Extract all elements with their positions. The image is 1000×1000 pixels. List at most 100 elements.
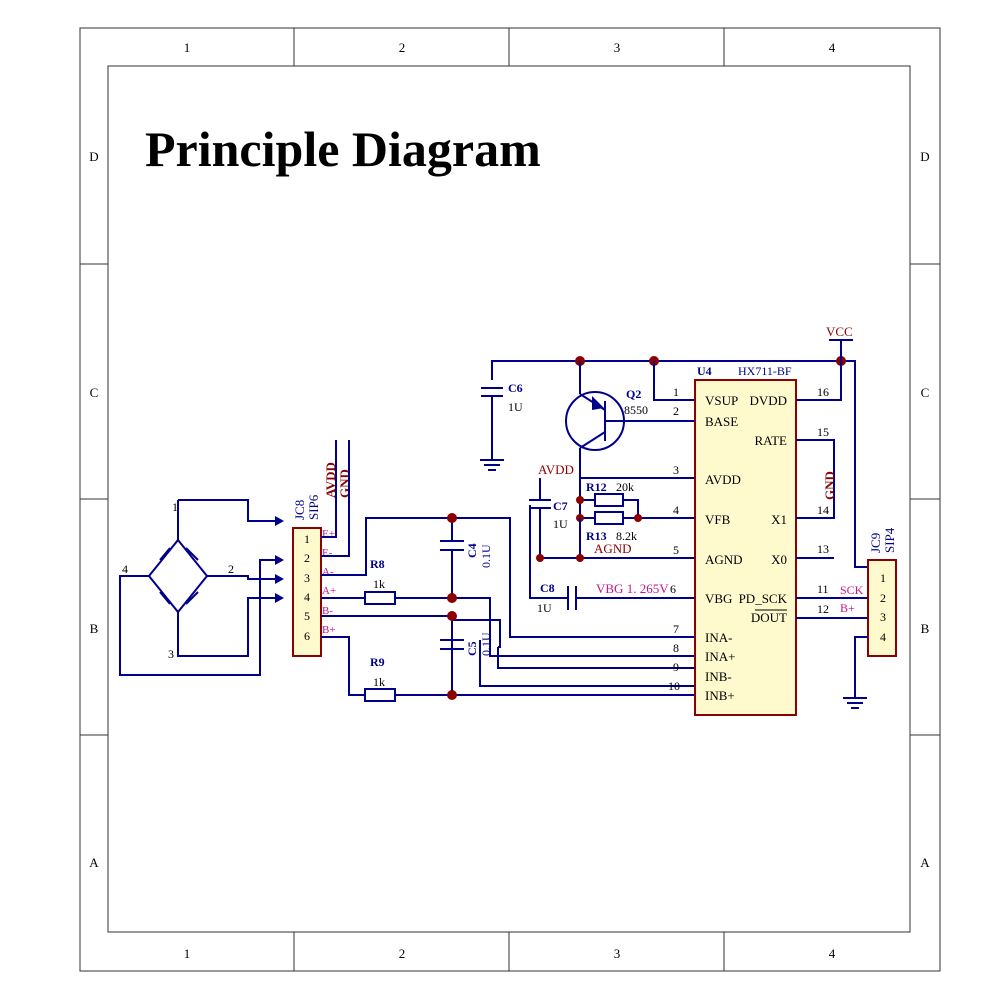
u4-part: HX711-BF <box>738 364 792 378</box>
u4-pin-number: 6 <box>670 582 676 596</box>
jc8-ref: JC8 <box>292 500 307 520</box>
gnd-net-label: GND <box>822 471 837 500</box>
u4-pin-number: 14 <box>817 503 829 517</box>
u4-pin-number: 9 <box>673 660 679 674</box>
u4-pin-name: INA- <box>705 630 732 645</box>
u4-pin-name: AGND <box>705 552 743 567</box>
jc8-pin-number: 2 <box>304 551 310 565</box>
u4-pin-name: VFB <box>705 512 731 527</box>
u4-pin-number: 1 <box>673 385 679 399</box>
row-label-left: D <box>89 149 98 164</box>
u4-pin-name: INA+ <box>705 649 735 664</box>
u4-body <box>694 379 797 716</box>
r13-ref: R13 <box>586 529 607 543</box>
u4-hx711: U4 HX711-BF 1 2 3 4 5 6 7 8 9 10 VSUP BA… <box>668 361 868 716</box>
r8-ref: R8 <box>370 557 385 571</box>
u4-pin-name: DOUT <box>751 610 787 625</box>
u4-pin-name: INB- <box>705 669 732 684</box>
c5-ref: C5 <box>465 641 479 656</box>
c6-ref: C6 <box>508 381 523 395</box>
row-label-left: C <box>90 385 99 400</box>
jc9-pin-number: 3 <box>880 610 886 624</box>
jc8-type: SIP6 <box>306 494 321 520</box>
column-label-bottom: 3 <box>614 946 621 961</box>
jc9-pin-number: 2 <box>880 591 886 605</box>
column-label-top: 2 <box>399 40 406 55</box>
jc9-type: SIP4 <box>882 527 897 553</box>
vcc-symbol: VCC <box>826 324 853 361</box>
jc8-pin-number: 3 <box>304 571 310 585</box>
jc8-pin-number: 1 <box>304 532 310 546</box>
jc8-signal-label: B- <box>322 605 333 617</box>
bridge-diamond <box>147 538 209 614</box>
row-label-left: B <box>90 621 99 636</box>
column-label-top: 3 <box>614 40 621 55</box>
bridge-pin-label: 2 <box>228 562 234 576</box>
vcc-net-label: VCC <box>826 324 853 339</box>
r8-body <box>364 591 396 605</box>
column-label-top: 4 <box>829 40 836 55</box>
u4-pin-name: X1 <box>771 512 787 527</box>
jc9-signal-label: B+ <box>840 601 855 615</box>
u4-pin-name: X0 <box>771 552 787 567</box>
c5-value: 0.1U <box>479 632 493 656</box>
jc8-pin-number: 6 <box>304 629 310 643</box>
jc8-avdd-label: AVDD <box>323 462 338 498</box>
column-label-top: 1 <box>184 40 191 55</box>
power-section: C6 1U Q2 8550 AVDD C7 1U R12 <box>480 356 868 615</box>
c6-value: 1U <box>508 400 523 414</box>
jc9-body <box>867 559 897 657</box>
bridge-pin-label: 3 <box>168 647 174 661</box>
u4-pin-number: 2 <box>673 404 679 418</box>
jc8-signal-label: E- <box>322 547 333 559</box>
row-label-right: D <box>920 149 929 164</box>
r12-body <box>594 493 624 507</box>
u4-pin-name: VSUP <box>705 393 738 408</box>
page-title: Principle Diagram <box>145 121 541 177</box>
u4-pin-name: BASE <box>705 414 738 429</box>
jc9-pin-number: 1 <box>880 571 886 585</box>
jc8-pin-number: 4 <box>304 590 310 604</box>
agnd-net-label: AGND <box>594 541 632 556</box>
u4-pin-name: DVDD <box>749 393 787 408</box>
r9-body <box>364 688 396 702</box>
jc8-signal-label: A- <box>322 566 334 578</box>
load-cell-bridge: 1 2 3 4 <box>119 499 284 676</box>
u4-pin-name: PD_SCK <box>739 591 788 606</box>
u4-pin-number: 7 <box>673 622 679 636</box>
r9-value: 1k <box>373 675 385 689</box>
jc9-signal-label: SCK <box>840 583 864 597</box>
r13-value: 8.2k <box>616 529 637 543</box>
vbg-net-label: VBG 1. 265V <box>596 581 669 596</box>
column-label-bottom: 4 <box>829 946 836 961</box>
jc9-pin-number: 4 <box>880 630 886 644</box>
row-label-right: C <box>921 385 930 400</box>
row-label-left: A <box>89 855 99 870</box>
u4-pin-number: 5 <box>673 543 679 557</box>
u4-pin-number: 16 <box>817 385 829 399</box>
u4-pin-number: 11 <box>817 582 829 596</box>
u4-pin-number: 4 <box>673 503 679 517</box>
jc8-body <box>292 527 322 657</box>
jc9-connector: JC9 SIP4 1 2 3 4 SCK B+ <box>840 527 897 709</box>
row-label-right: A <box>920 855 930 870</box>
q2-ref: Q2 <box>626 387 641 401</box>
jc8-signal-label: A+ <box>322 585 336 597</box>
q2-value: 8550 <box>624 403 648 417</box>
c4-value: 0.1U <box>479 544 493 568</box>
u4-pin-number: 3 <box>673 463 679 477</box>
jc8-signal-label: B+ <box>322 624 336 636</box>
u4-pin-name: AVDD <box>705 472 741 487</box>
jc8-pin-number: 5 <box>304 609 310 623</box>
c7-value: 1U <box>553 517 568 531</box>
row-label-right: B <box>921 621 930 636</box>
column-label-bottom: 1 <box>184 946 191 961</box>
c8-ref: C8 <box>540 581 555 595</box>
u4-pin-number: 8 <box>673 641 679 655</box>
r12-value: 20k <box>616 480 634 494</box>
c4-ref: C4 <box>465 543 479 558</box>
r13-body <box>594 511 624 525</box>
bridge-pin-label: 1 <box>172 500 178 514</box>
r9-ref: R9 <box>370 655 385 669</box>
column-label-bottom: 2 <box>399 946 406 961</box>
